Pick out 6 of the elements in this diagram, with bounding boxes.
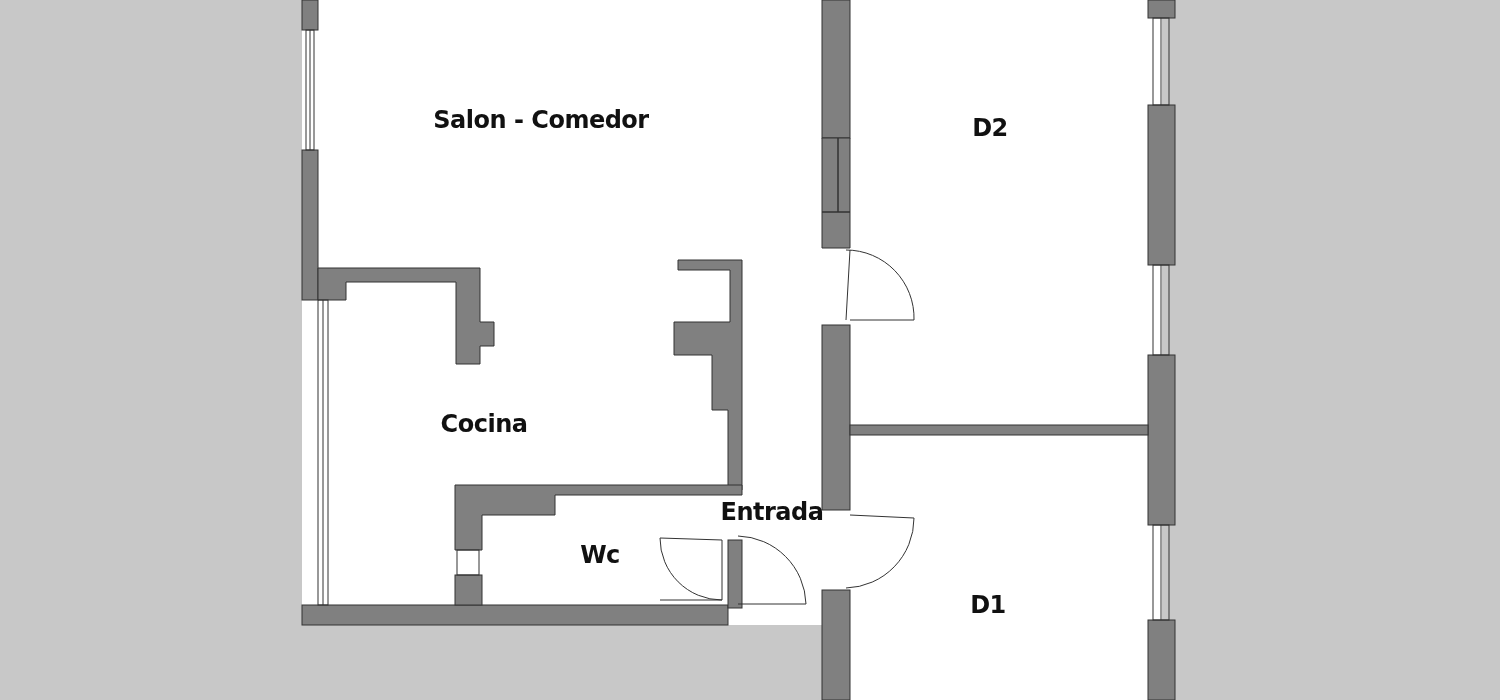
room-label: Salon - Comedor xyxy=(433,106,649,134)
room-label: Cocina xyxy=(440,410,528,438)
room-label: Wc xyxy=(580,541,620,569)
room-label: Entrada xyxy=(720,498,824,526)
room-label: D2 xyxy=(972,114,1008,142)
room-label: D1 xyxy=(970,591,1006,619)
